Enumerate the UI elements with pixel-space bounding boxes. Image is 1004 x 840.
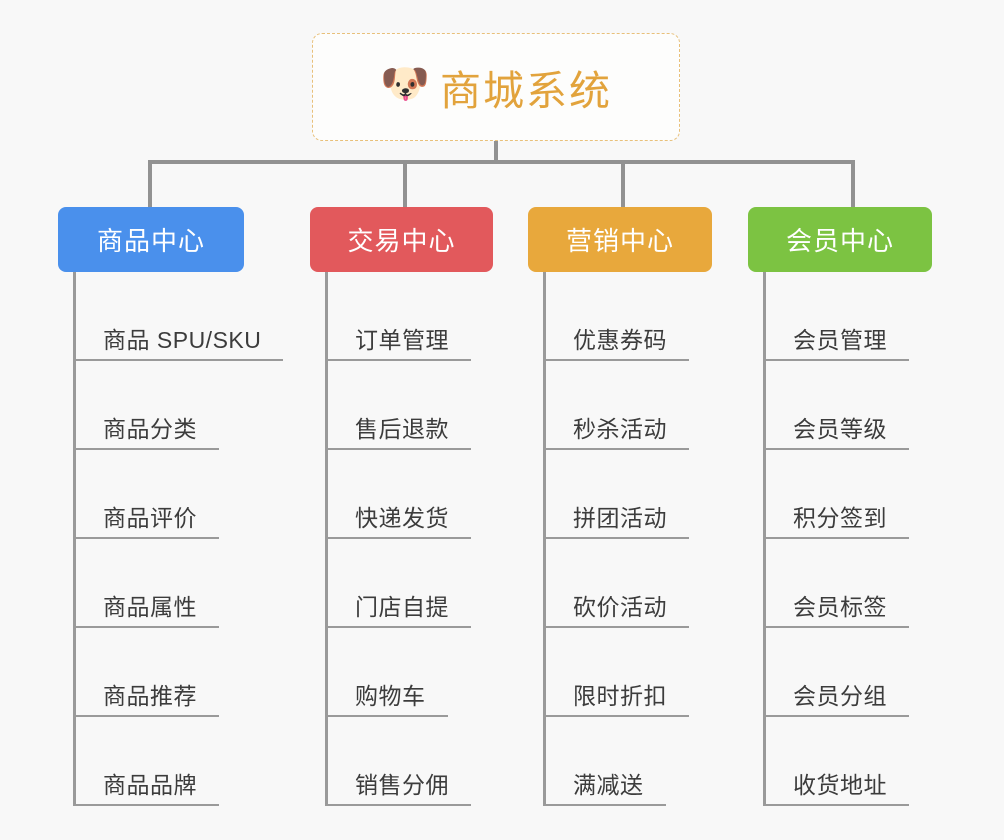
leaf-item[interactable]: 优惠券码	[528, 272, 712, 361]
leaf-item[interactable]: 商品品牌	[58, 717, 244, 806]
branch-header-2[interactable]: 营销中心	[528, 207, 712, 272]
connector-drop-1	[148, 160, 152, 207]
branch-column-0: 商品中心 商品 SPU/SKU 商品分类 商品评价 商品属性 商品推荐 商品品牌	[58, 207, 284, 806]
leaf-item[interactable]: 快递发货	[310, 450, 493, 539]
leaf-label: 商品 SPU/SKU	[103, 326, 262, 353]
leaf-item[interactable]: 门店自提	[310, 539, 493, 628]
leaf-item[interactable]: 收货地址	[748, 717, 932, 806]
leaf-label: 商品品牌	[103, 771, 197, 798]
leaf-label: 商品推荐	[103, 682, 197, 709]
leaf-label: 收货地址	[793, 771, 887, 798]
leaf-label: 商品评价	[103, 504, 197, 531]
leaf-item[interactable]: 满减送	[528, 717, 712, 806]
leaf-label: 积分签到	[793, 504, 887, 531]
leaf-label: 销售分佣	[355, 771, 449, 798]
leaf-label: 商品属性	[103, 593, 197, 620]
branch-trunk-1	[325, 272, 328, 806]
leaf-label: 满减送	[573, 771, 644, 798]
branch-header-label: 营销中心	[565, 226, 674, 256]
leaf-list-1: 订单管理 售后退款 快递发货 门店自提 购物车 销售分佣	[310, 272, 493, 806]
leaf-label: 会员标签	[793, 593, 887, 620]
leaf-item[interactable]: 销售分佣	[310, 717, 493, 806]
leaf-item[interactable]: 购物车	[310, 628, 493, 717]
connector-bus	[148, 160, 855, 164]
leaf-list-3: 会员管理 会员等级 积分签到 会员标签 会员分组 收货地址	[748, 272, 932, 806]
leaf-item[interactable]: 售后退款	[310, 361, 493, 450]
leaf-label: 限时折扣	[573, 682, 667, 709]
leaf-label: 快递发货	[355, 504, 449, 531]
leaf-label: 售后退款	[355, 415, 449, 442]
connector-drop-4	[851, 160, 855, 207]
branch-column-2: 营销中心 优惠券码 秒杀活动 拼团活动 砍价活动 限时折扣 满减送	[528, 207, 712, 806]
leaf-list-2: 优惠券码 秒杀活动 拼团活动 砍价活动 限时折扣 满减送	[528, 272, 712, 806]
leaf-label: 商品分类	[103, 415, 197, 442]
leaf-item[interactable]: 订单管理	[310, 272, 493, 361]
branch-header-1[interactable]: 交易中心	[310, 207, 493, 272]
leaf-label: 砍价活动	[573, 593, 667, 620]
leaf-item[interactable]: 会员等级	[748, 361, 932, 450]
leaf-list-0: 商品 SPU/SKU 商品分类 商品评价 商品属性 商品推荐 商品品牌	[58, 272, 284, 806]
leaf-item[interactable]: 商品评价	[58, 450, 244, 539]
branch-header-3[interactable]: 会员中心	[748, 207, 932, 272]
branch-trunk-0	[73, 272, 76, 806]
branch-trunk-3	[763, 272, 766, 806]
connector-root-stem	[494, 141, 498, 164]
leaf-item[interactable]: 会员管理	[748, 272, 932, 361]
leaf-item[interactable]: 秒杀活动	[528, 361, 712, 450]
root-title: 商城系统	[440, 68, 612, 114]
leaf-label: 订单管理	[355, 326, 449, 353]
connector-drop-2	[403, 160, 407, 207]
leaf-label: 秒杀活动	[573, 415, 667, 442]
branch-header-label: 交易中心	[347, 226, 456, 256]
branch-header-label: 会员中心	[785, 226, 894, 256]
leaf-label: 拼团活动	[573, 504, 667, 531]
leaf-label: 会员管理	[793, 326, 887, 353]
branch-header-0[interactable]: 商品中心	[58, 207, 244, 272]
leaf-item[interactable]: 商品推荐	[58, 628, 244, 717]
connector-drop-3	[621, 160, 625, 207]
branch-column-1: 交易中心 订单管理 售后退款 快递发货 门店自提 购物车 销售分佣	[310, 207, 493, 806]
leaf-label: 门店自提	[355, 593, 449, 620]
leaf-item[interactable]: 积分签到	[748, 450, 932, 539]
leaf-item[interactable]: 限时折扣	[528, 628, 712, 717]
branch-column-3: 会员中心 会员管理 会员等级 积分签到 会员标签 会员分组 收货地址	[748, 207, 932, 806]
leaf-item[interactable]: 商品属性	[58, 539, 244, 628]
leaf-item[interactable]: 会员标签	[748, 539, 932, 628]
leaf-item[interactable]: 商品分类	[58, 361, 244, 450]
leaf-label: 购物车	[355, 682, 426, 709]
leaf-item[interactable]: 砍价活动	[528, 539, 712, 628]
branch-trunk-2	[543, 272, 546, 806]
root-node[interactable]: 🐶 商城系统	[312, 33, 680, 141]
leaf-label: 会员等级	[793, 415, 887, 442]
leaf-item[interactable]: 商品 SPU/SKU	[58, 272, 284, 361]
leaf-label: 会员分组	[793, 682, 887, 709]
branch-header-label: 商品中心	[96, 226, 205, 256]
shiba-dog-emoji: 🐶	[380, 62, 430, 106]
leaf-item[interactable]: 会员分组	[748, 628, 932, 717]
leaf-label: 优惠券码	[573, 326, 667, 353]
leaf-item[interactable]: 拼团活动	[528, 450, 712, 539]
